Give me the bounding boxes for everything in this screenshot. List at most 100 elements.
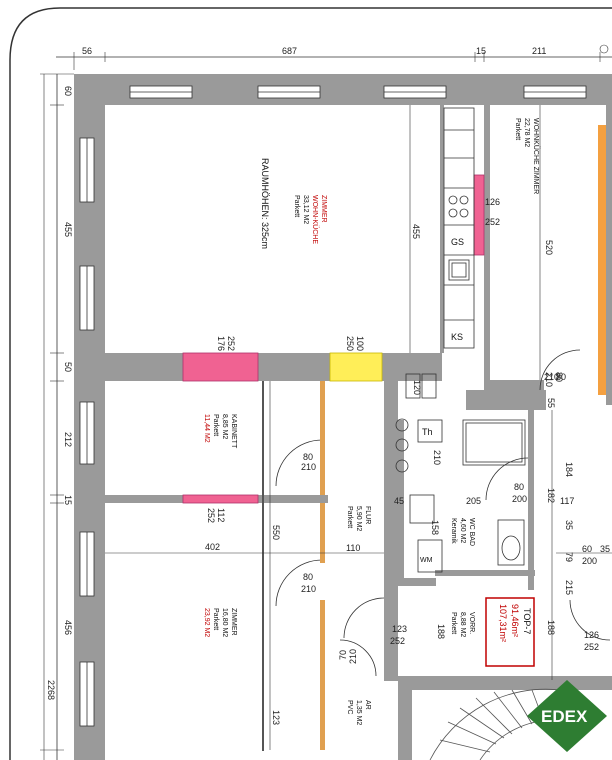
outer-curve — [9, 7, 612, 760]
dim-left-456: 456 — [63, 620, 73, 635]
door-d2-width: 176 — [216, 336, 226, 351]
door-d1-width: 126 — [485, 197, 500, 207]
raumhoehe: RAUMHÖHEN: 325cm — [260, 158, 270, 249]
door-swings — [275, 349, 611, 677]
room-zimmer1-floor: Parkett — [293, 195, 300, 217]
door-d3-height: 250 — [345, 336, 355, 351]
room-zimmer2-name: ZIMMER — [230, 608, 237, 636]
fixture-th: Th — [422, 427, 433, 437]
room-wcbad-name: WC BAD — [468, 518, 475, 546]
top7-box: TOP-7 91,46m² 107,31m² — [485, 597, 535, 667]
dim-188b: 188 — [436, 624, 446, 639]
room-ar-name: AR — [364, 700, 371, 710]
dim-top-15: 15 — [476, 46, 486, 56]
room-flur-floor: Parkett — [346, 506, 353, 528]
dim-200: 200 — [582, 556, 597, 566]
top7-area1: 91,46m² — [510, 604, 520, 637]
dim-60: 60 — [582, 544, 592, 554]
room-wohnkueche: WOHNKÜCHE ZIMMER 22,78 M2 Parkett — [514, 118, 540, 194]
dim-top-56: 56 — [82, 46, 92, 56]
dim-top-211: 211 — [532, 46, 546, 56]
opening-pink-3 — [473, 174, 485, 256]
room-zimmer2: ZIMMER 16,80 M2 Parkett 23,92 M2 — [203, 608, 237, 637]
room-zimmer1-sub: WOHN-KÜCHE — [311, 195, 319, 244]
dim-520: 520 — [544, 240, 554, 255]
dim-117: 117 — [560, 496, 574, 506]
dim-110: 110 — [346, 543, 360, 553]
opening-pink-1 — [182, 352, 259, 382]
door-d9-height: 252 — [390, 636, 405, 646]
door-d13: 120 — [412, 380, 422, 395]
door-d8-width: 80 — [554, 372, 564, 382]
room-flur: FLUR 5,90 M2 Parkett — [346, 506, 371, 531]
door-labels: 126 252 176 252 100 250 112 252 80 210 8… — [206, 197, 599, 664]
staircase — [429, 688, 561, 760]
dim-550: 550 — [271, 525, 281, 540]
door-d14-a: 45 — [394, 496, 404, 506]
room-kabinett-floor: Parkett — [212, 414, 219, 436]
room-wohnkueche-area: 22,78 M2 — [523, 118, 530, 147]
room-kabinett-area1: 8,85 M2 — [221, 414, 228, 439]
room-ar: AR 1,35 M2 PVC — [346, 700, 371, 725]
windows-top — [129, 85, 587, 99]
dim-top-687: 687 — [282, 46, 297, 56]
room-wcbad-area: 4,60 M2 — [459, 518, 466, 543]
room-vorr-name: VORR. — [468, 612, 475, 634]
room-wc-bad: WC BAD 4,60 M2 Keramik — [450, 518, 475, 546]
top7-title: TOP-7 — [522, 608, 532, 634]
door-leaf-4 — [262, 381, 264, 751]
dim-210: 210 — [544, 372, 559, 382]
door-d8-height: 210 — [544, 372, 554, 387]
dim-left-2268: 2268 — [46, 680, 56, 700]
door-leaf-2 — [320, 503, 325, 563]
room-vorr-floor: Parkett — [450, 612, 457, 634]
room-zimmer1-area: 33,12 M2 — [302, 195, 309, 224]
room-kabinett-name: KABINETT — [230, 414, 237, 449]
room-wohnkueche-floor: Parkett — [514, 118, 521, 140]
room-vorr: VORR. 8,88 M2 Parkett — [450, 612, 475, 637]
room-flur-name: FLUR — [364, 506, 371, 524]
room-zimmer2-floor: Parkett — [212, 608, 219, 630]
room-ar-floor: PVC — [346, 700, 353, 714]
room-kabinett-area2: 11,44 M2 — [203, 414, 210, 443]
top-dimension-line: 56 687 15 211 — [56, 44, 612, 70]
dim-282: 182 — [546, 488, 556, 503]
room-zimmer1-name: ZIMMER — [320, 195, 327, 223]
door-d6-width: 80 — [303, 572, 313, 582]
door-d15b: 210 — [432, 450, 442, 465]
door-d10-height: 210 — [348, 649, 358, 664]
door-d3-width: 100 — [355, 336, 365, 351]
door-d4-height: 252 — [206, 508, 216, 523]
dim-left-15: 15 — [63, 495, 73, 505]
door-d15: 158 — [430, 520, 440, 535]
door-leaf-1 — [320, 381, 325, 495]
door-leaf-3 — [320, 600, 325, 750]
room-wcbad-floor: Keramik — [450, 518, 457, 544]
room-kabinett: KABINETT 8,85 M2 Parkett 11,44 M2 — [203, 414, 237, 449]
door-d14-b: 205 — [466, 496, 481, 506]
room-zimmer-wohnkueche: ZIMMER WOHN-KÜCHE 33,12 M2 Parkett — [293, 195, 327, 244]
edex-logo-text: EDEX — [541, 707, 588, 726]
room-flur-area: 5,90 M2 — [355, 506, 362, 531]
dim-79: 79 — [564, 552, 574, 562]
dim-215: 215 — [564, 580, 574, 595]
dim-188: 188 — [546, 620, 556, 635]
edex-logo: EDEX — [527, 680, 607, 752]
door-d1-height: 252 — [485, 217, 500, 227]
bathroom-fixtures — [395, 373, 526, 573]
door-d11-width: 126 — [584, 630, 599, 640]
fixture-gs: GS — [451, 237, 464, 247]
dim-55: 55 — [546, 398, 556, 408]
door-d5-width: 80 — [303, 452, 313, 462]
dim-left-60: 60 — [63, 86, 73, 96]
door-d5-height: 210 — [301, 462, 316, 472]
door-d7-height: 200 — [512, 494, 527, 504]
room-zimmer2-area2: 23,92 M2 — [203, 608, 210, 637]
door-d12-width: 80 — [556, 372, 566, 382]
dim-left-212: 212 — [63, 432, 73, 447]
top7-area2: 107,31m² — [498, 604, 508, 642]
dim-455: 455 — [411, 224, 421, 239]
room-vorr-area: 8,88 M2 — [459, 612, 466, 637]
dim-35b: 35 — [600, 544, 610, 554]
